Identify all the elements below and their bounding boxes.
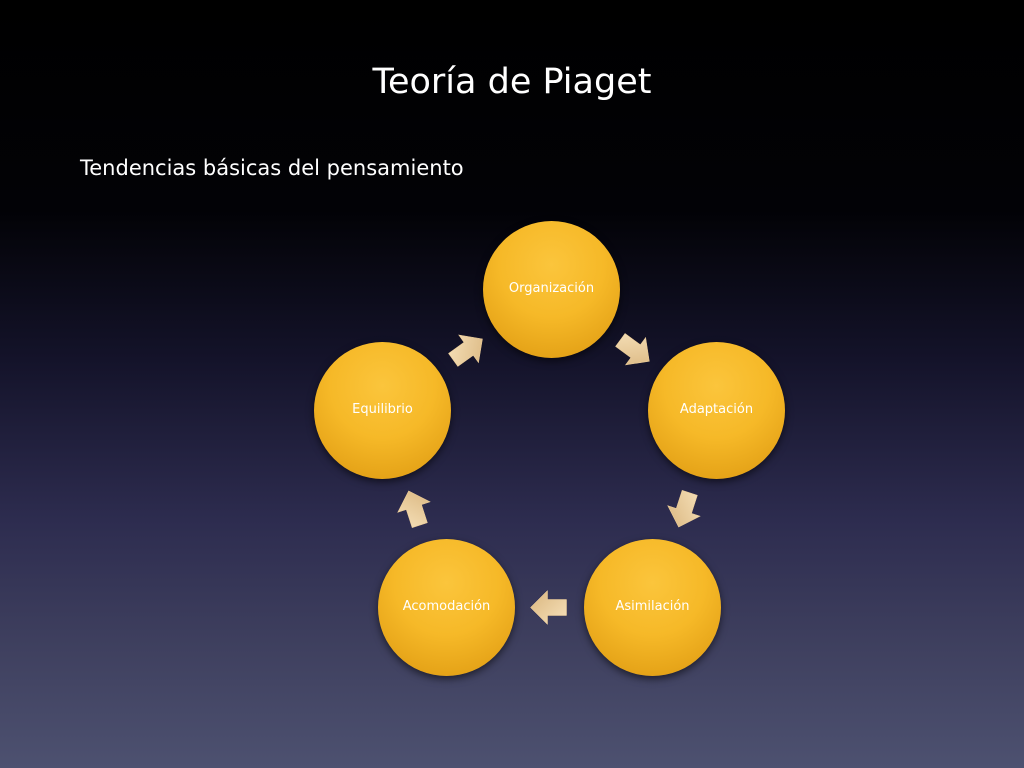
node-adaptacion: Adaptación <box>648 342 785 479</box>
slide-title: Teoría de Piaget <box>372 62 652 102</box>
arrow-acomodacion-to-equilibrio <box>397 490 431 528</box>
node-label-adaptacion: Adaptación <box>679 402 754 417</box>
arrow-adaptacion-to-asimilacion <box>667 490 701 528</box>
arrow-asimilacion-to-acomodacion <box>530 589 567 626</box>
node-equilibrio: Equilibrio <box>314 342 451 479</box>
node-asimilacion: Asimilación <box>584 539 721 676</box>
node-label-organizacion: Organización <box>508 281 595 296</box>
node-label-acomodacion: Acomodación <box>402 599 491 614</box>
node-label-asimilacion: Asimilación <box>615 599 690 614</box>
slide-subtitle: Tendencias básicas del pensamiento <box>80 156 464 180</box>
arrow-equilibrio-to-organizacion <box>448 334 483 367</box>
node-organizacion: Organización <box>483 221 620 358</box>
node-acomodacion: Acomodación <box>378 539 515 676</box>
node-label-equilibrio: Equilibrio <box>352 402 413 417</box>
arrow-organizacion-to-adaptacion <box>615 333 650 366</box>
